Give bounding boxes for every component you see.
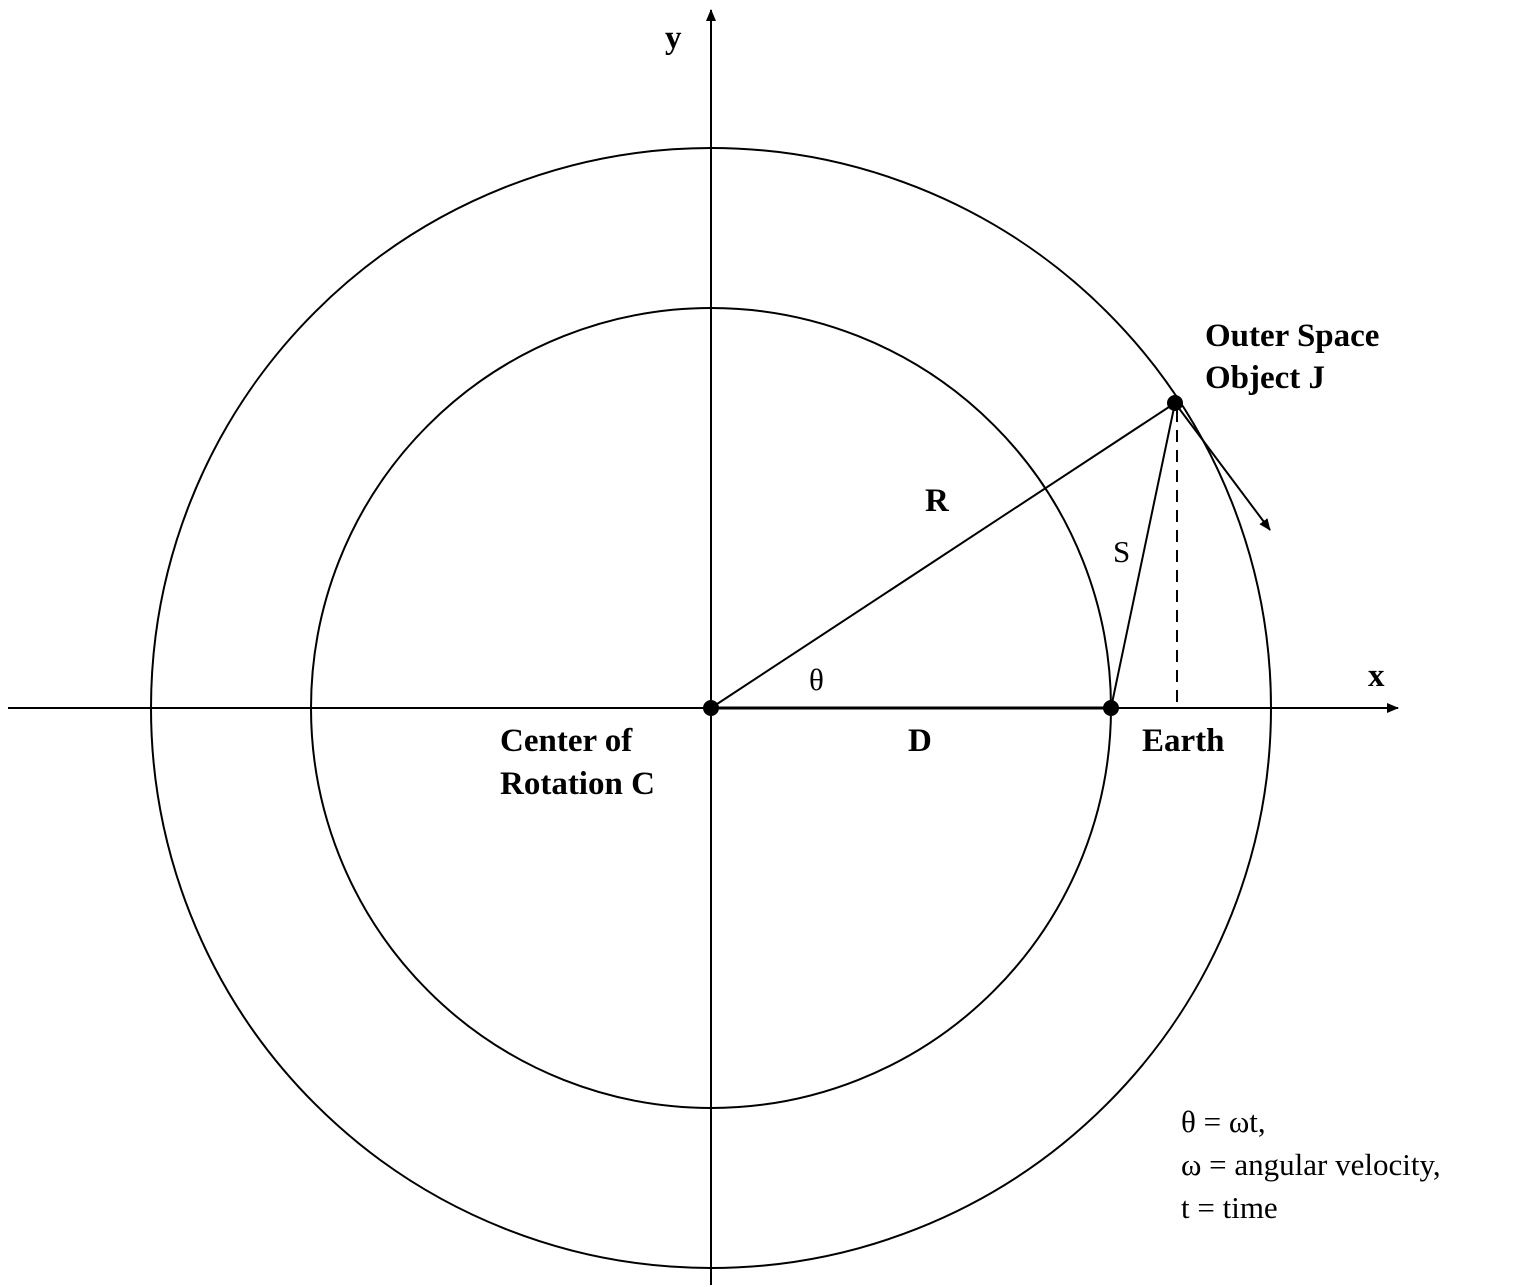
earth-point	[1103, 700, 1119, 716]
center-label-line1: Center of	[500, 723, 633, 759]
center-label-line2: Rotation C	[500, 766, 655, 802]
velocity-arrow	[1174, 402, 1271, 531]
legend-line-3: t = time	[1181, 1190, 1278, 1225]
legend-line-1: θ = ωt,	[1181, 1104, 1266, 1139]
separation-label: S	[1113, 534, 1130, 569]
separation-line-s	[1110, 402, 1176, 709]
x-axis-label: x	[1368, 658, 1385, 694]
center-point	[703, 700, 719, 716]
angle-label: θ	[809, 662, 824, 697]
distance-label: D	[908, 723, 932, 759]
earth-label: Earth	[1142, 723, 1225, 759]
radius-label: R	[925, 483, 950, 519]
radius-line-r	[710, 402, 1176, 709]
y-axis-label: y	[665, 20, 682, 56]
object-point	[1167, 395, 1183, 411]
object-label-line2: Object J	[1205, 360, 1325, 396]
object-label-line1: Outer Space	[1205, 318, 1379, 354]
legend-line-2: ω = angular velocity,	[1181, 1147, 1441, 1182]
